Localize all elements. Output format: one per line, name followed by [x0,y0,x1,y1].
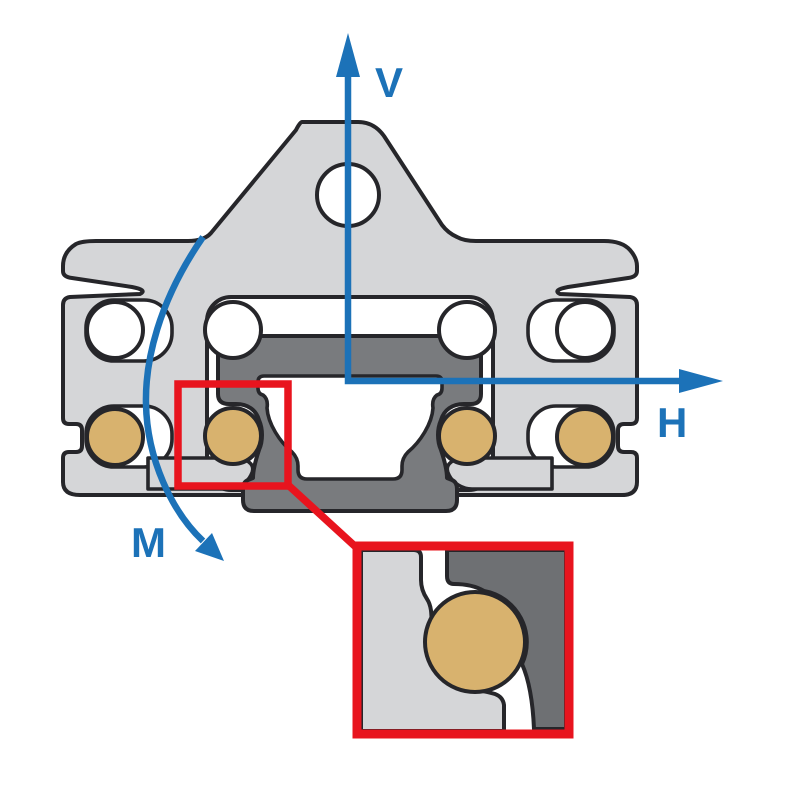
ball-tan-outer-right [555,407,615,467]
label-horizontal-load: H [657,399,687,446]
ball-tan-outer-left [85,407,145,467]
v-axis-line [344,72,688,385]
label-vertical-load: V [375,59,403,106]
detail-frame [352,541,574,739]
ball-white-outer-right [555,300,615,360]
detail-highlight-rect [174,380,292,490]
detail-view [352,541,574,739]
ball-white-outer-left [85,300,145,360]
v-axis-arrowhead-icon [336,33,360,77]
detail-ball [423,590,527,694]
axes [142,33,723,561]
ball-tan-inner-left [203,406,263,466]
ball-white-inner-right [437,300,497,360]
rail-cavity [256,374,444,481]
detail-leader-line [284,481,361,552]
moment-arrowhead-icon [195,533,224,561]
ball-tan-inner-right [437,406,497,466]
h-axis-arrowhead-icon [679,369,723,393]
label-moment-load: M [131,519,166,566]
moment-arc [142,235,206,544]
ball-white-inner-left [203,300,263,360]
